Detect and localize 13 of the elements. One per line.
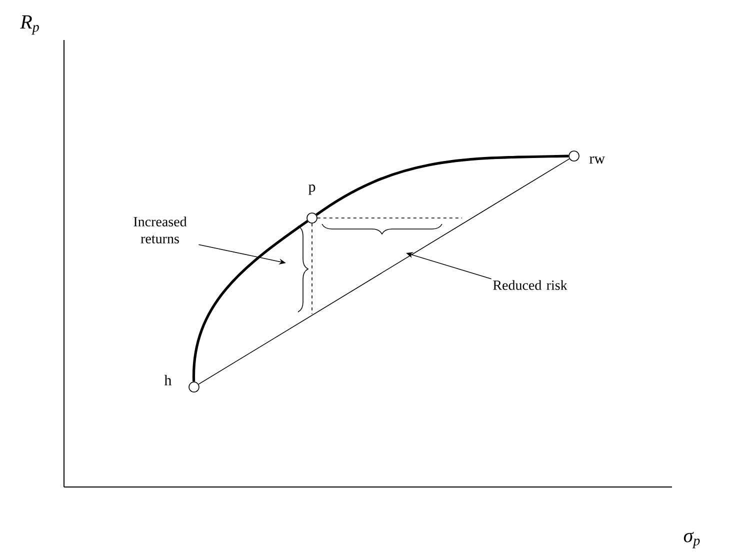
curve bbox=[316, 154, 569, 216]
annotation-text: Reduced risk bbox=[493, 280, 568, 290]
point-label: h bbox=[164, 374, 172, 386]
annotation-text: Increased returns bbox=[134, 216, 187, 244]
axis-label: σ$_{p}$ bbox=[684, 532, 700, 548]
point-marker bbox=[568, 150, 580, 162]
point-marker bbox=[306, 212, 318, 224]
line bbox=[198, 158, 570, 385]
point-marker bbox=[188, 382, 200, 392]
axis-label: R$_{p}$ bbox=[20, 15, 39, 35]
curve bbox=[192, 220, 308, 382]
point-label: rw bbox=[590, 156, 605, 164]
point-label: p bbox=[308, 184, 316, 195]
